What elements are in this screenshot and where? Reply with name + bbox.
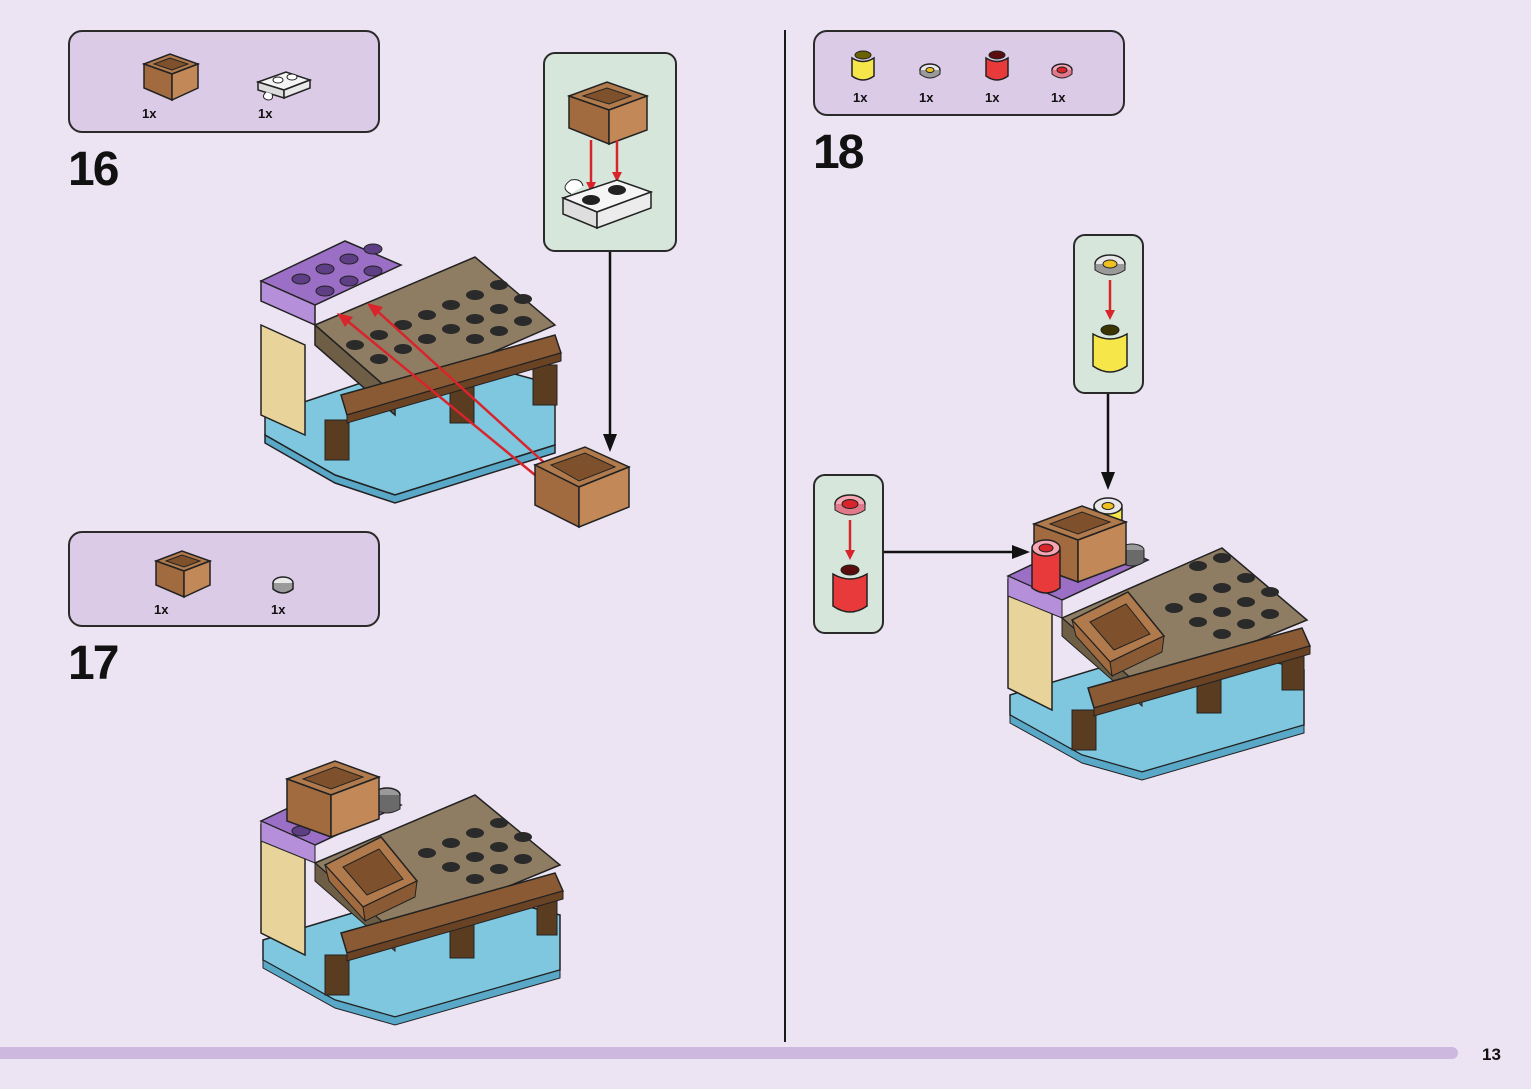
part-qty: 1x	[142, 106, 156, 121]
brown-crate-icon	[140, 46, 202, 102]
step-16-parts-box: 1x 1x	[68, 30, 380, 133]
footer-bar	[0, 1047, 1458, 1059]
part-qty: 1x	[1051, 90, 1065, 105]
step-18-parts-box: 1x 1x 1x 1x	[813, 30, 1125, 116]
step-number: 17	[68, 636, 117, 691]
silver-round-tile-icon	[270, 575, 296, 597]
brown-crate-icon	[152, 543, 214, 599]
step-16-callout	[543, 52, 677, 252]
step-18-callout-strawberry	[813, 474, 884, 634]
part-qty: 1x	[985, 90, 999, 105]
red-round-brick-icon	[983, 48, 1011, 84]
strawberry-round-tile-icon	[1049, 62, 1075, 82]
bee-onto-yellow-diagram	[1085, 248, 1135, 383]
part-qty: 1x	[919, 90, 933, 105]
step-16-model	[255, 235, 635, 535]
strawberry-onto-red-diagram	[825, 488, 875, 623]
step-number: 16	[68, 142, 117, 197]
part-qty: 1x	[271, 602, 285, 617]
part-qty: 1x	[154, 602, 168, 617]
step-number: 18	[813, 125, 862, 180]
callout-connector-arrow	[1098, 394, 1122, 494]
page-divider	[784, 30, 786, 1042]
step-17-parts-box: 1x 1x	[68, 531, 380, 627]
part-qty: 1x	[258, 106, 272, 121]
bee-round-tile-icon	[917, 62, 943, 82]
crate-onto-plate-diagram	[555, 68, 665, 243]
step-18-model	[1002, 490, 1317, 780]
yellow-round-brick-icon	[849, 48, 877, 84]
page-number: 13	[1482, 1045, 1501, 1065]
white-plate-clip-icon	[256, 68, 312, 102]
part-qty: 1x	[853, 90, 867, 105]
step-17-model	[255, 755, 575, 1030]
step-18-callout-bee	[1073, 234, 1144, 394]
